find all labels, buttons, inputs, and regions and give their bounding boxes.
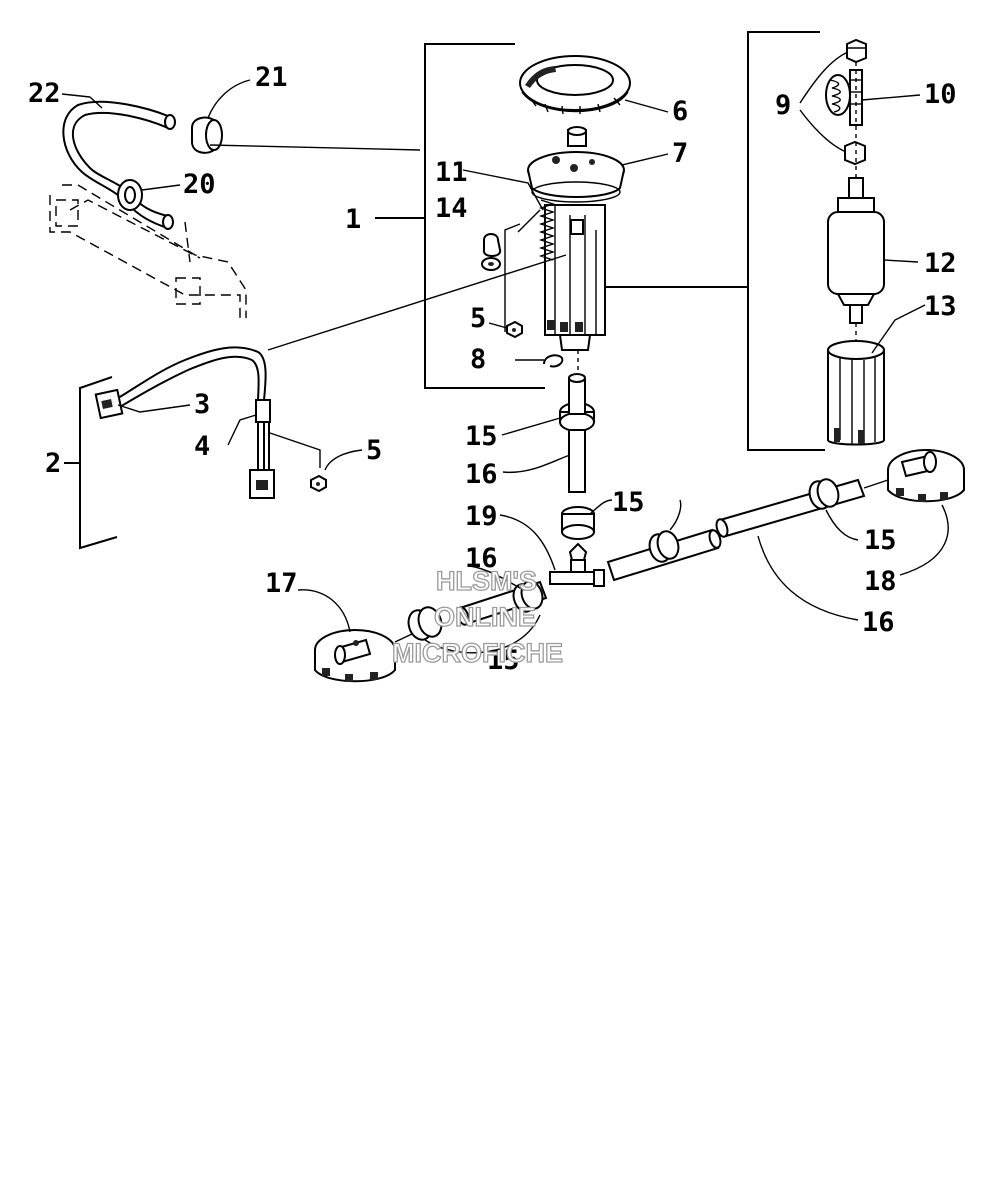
group-bracket-pump-assembly: [605, 31, 825, 451]
leader-line: [799, 51, 849, 104]
hose-clamp-21: [191, 116, 223, 154]
grommet-14: [481, 233, 502, 271]
callout-21: 21: [255, 62, 288, 93]
leader-line: [883, 259, 919, 263]
callout-5a: 5: [470, 303, 486, 334]
callout-9: 9: [775, 90, 791, 121]
filter-13: [827, 340, 885, 446]
fuel-rail-outline: [49, 184, 247, 320]
hose-clamp-15-right-b: [808, 478, 840, 510]
callout-15c: 15: [864, 525, 897, 556]
pickup-filter-17: [314, 629, 396, 683]
hose-clamp-20: [117, 179, 143, 211]
callout-16a: 16: [465, 459, 498, 490]
leader-line: [825, 509, 859, 541]
leader-line: [89, 96, 103, 109]
leader-line: [861, 94, 921, 101]
leader-line: [324, 449, 363, 471]
callout-16c: 16: [862, 607, 895, 638]
leader-line: [207, 79, 251, 119]
leader-line: [899, 504, 949, 576]
pump-flange-7: [527, 126, 625, 203]
leader-line: [499, 514, 556, 571]
leader-line: [269, 432, 321, 468]
fuel-line-16-right-long: [715, 478, 866, 538]
leader-line: [61, 93, 91, 98]
pickup-filter-18: [887, 449, 965, 503]
callout-13: 13: [924, 291, 957, 322]
callout-11: 11: [435, 157, 468, 188]
harness-leader-line: [267, 254, 567, 351]
watermark-line-2: ONLINE: [434, 602, 536, 632]
leader-line: [669, 499, 682, 531]
fuel-pump-12: [827, 177, 885, 324]
leader-line: [117, 404, 191, 413]
callout-3: 3: [194, 389, 210, 420]
leader-line: [501, 417, 561, 436]
leader-line: [624, 99, 669, 113]
fuel-line-16-vertical: [568, 373, 586, 493]
leader-line: [488, 322, 508, 329]
callout-12: 12: [924, 248, 957, 279]
watermark-line-3: MICROFICHE: [392, 638, 563, 668]
leader-line: [517, 209, 541, 233]
callout-20: 20: [183, 169, 216, 200]
callout-19: 19: [465, 501, 498, 532]
leader-line: [141, 184, 181, 191]
group-bracket-1: [375, 43, 545, 389]
pump-module-body: [544, 204, 606, 351]
hose-clamp-15-tee-top: [561, 506, 595, 540]
leader-line: [757, 535, 859, 621]
callout-16b: 16: [465, 543, 498, 574]
callout-8: 8: [470, 344, 486, 375]
nut-5b: [310, 474, 327, 493]
leader-line: [871, 304, 926, 354]
callout-22: 22: [28, 78, 61, 109]
leader-line: [502, 454, 571, 474]
callout-6: 6: [672, 96, 688, 127]
hose-clamp-15-left-b: [407, 606, 443, 641]
nut-9-top: [846, 38, 867, 64]
leader-line: [799, 109, 847, 153]
leader-line: [462, 169, 544, 211]
callout-15d: 15: [487, 645, 520, 676]
callout-5b: 5: [366, 435, 382, 466]
leader-line: [863, 479, 889, 489]
callout-17: 17: [265, 568, 298, 599]
hose-clamp-15-left-a: [512, 580, 544, 613]
callout-14: 14: [435, 193, 468, 224]
wiring-harness: [94, 346, 275, 499]
spring-11: [538, 199, 556, 261]
leader-line: [469, 565, 526, 591]
leader-line: [394, 633, 413, 643]
clip-8: [543, 354, 564, 368]
callout-1: 1: [345, 204, 361, 235]
leader-line: [227, 414, 257, 446]
nut-9-bottom: [844, 140, 866, 166]
hose-clamp-15-right-a: [648, 530, 680, 563]
leader-line: [297, 589, 351, 633]
callout-4: 4: [194, 431, 210, 462]
leader-line: [424, 614, 541, 654]
group-bracket-2: [64, 376, 118, 550]
callout-15b: 15: [612, 487, 645, 518]
callout-18: 18: [864, 566, 897, 597]
watermark: HLSM'S ONLINE MICROFICHE: [391, 565, 563, 668]
callout-10: 10: [924, 79, 957, 110]
nut-5a: [506, 320, 523, 339]
callout-2: 2: [45, 448, 61, 479]
callout-15a: 15: [465, 421, 498, 452]
callout-7: 7: [672, 138, 688, 169]
leader-line: [621, 153, 669, 166]
leader-line: [209, 144, 421, 151]
lock-ring-6: [519, 55, 631, 115]
tee-fitting-19: [549, 542, 605, 587]
leader-line: [589, 499, 613, 515]
leader-line: [504, 223, 521, 332]
watermark-line-1: HLSM'S: [436, 566, 537, 596]
